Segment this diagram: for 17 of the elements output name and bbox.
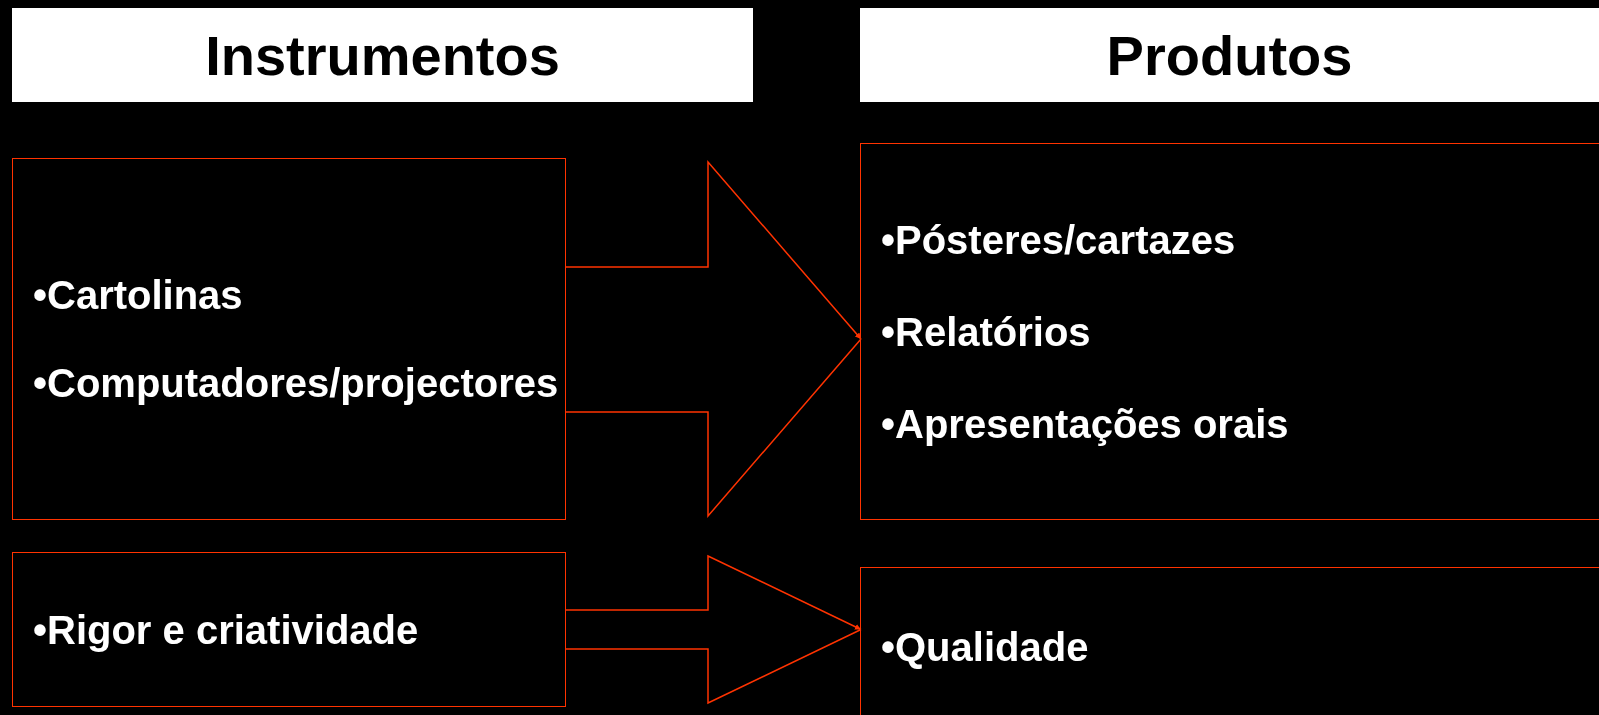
bullet-item: •Apresentações orais <box>881 400 1289 448</box>
item-box <box>860 143 1599 520</box>
bullet-item: •Rigor e criatividade <box>33 606 419 654</box>
header-bar <box>12 8 753 102</box>
bullet-item: •Relatórios <box>881 308 1091 356</box>
bullet-item: •Cartolinas <box>33 272 243 319</box>
column-heading: Instrumentos <box>205 22 560 88</box>
item-box <box>12 158 566 520</box>
bullet-item: •Computadores/projectores <box>33 360 559 407</box>
bullet-item: •Qualidade <box>881 624 1089 671</box>
block-arrow <box>565 160 862 518</box>
bullet-item: •Pósteres/cartazes <box>881 216 1236 264</box>
item-box <box>860 567 1599 715</box>
header-bar <box>860 8 1599 102</box>
item-box <box>12 552 566 707</box>
column-heading: Produtos <box>1106 22 1353 88</box>
block-arrow <box>565 554 862 705</box>
